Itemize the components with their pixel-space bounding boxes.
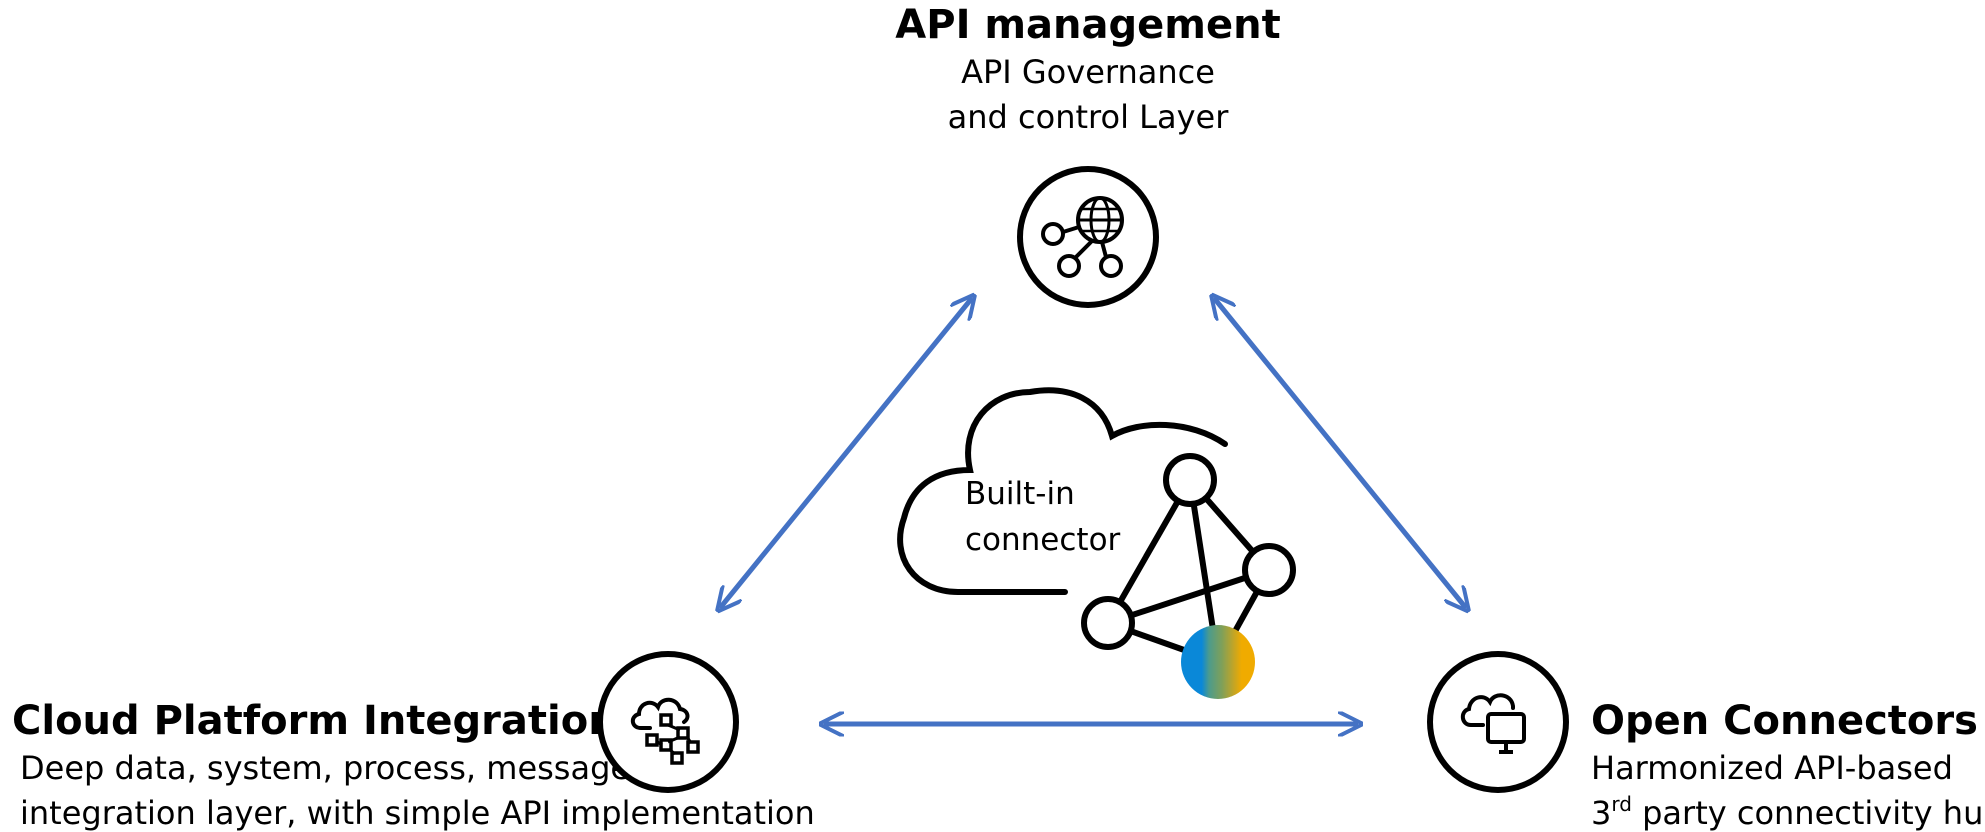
cpi-line1: Deep data, system, process, message bbox=[20, 749, 630, 787]
cpi-line2: integration layer, with simple API imple… bbox=[20, 794, 815, 832]
api-management-line2: and control Layer bbox=[948, 98, 1230, 136]
arrow-api-to-open-connectors bbox=[1214, 298, 1466, 608]
api-management-title: API management bbox=[895, 2, 1280, 48]
cloud-monitor-icon bbox=[1427, 651, 1569, 793]
center-line2: connector bbox=[965, 522, 1121, 558]
open-connectors-line1: Harmonized API-based bbox=[1591, 749, 1953, 787]
cloud-network-icon bbox=[597, 651, 739, 793]
arrow-api-to-cpi bbox=[720, 298, 972, 608]
api-management-line1: API Governance bbox=[961, 53, 1215, 91]
sap-logo-dot bbox=[1181, 625, 1255, 699]
open-connectors-line2: 3rd party connectivity hub bbox=[1591, 792, 1985, 832]
center-line1: Built-in bbox=[965, 476, 1075, 512]
open-connectors-title: Open Connectors bbox=[1591, 698, 1978, 744]
cpi-title: Cloud Platform Integration bbox=[12, 698, 617, 744]
globe-network-icon bbox=[1017, 166, 1159, 308]
cloud-graph-icon bbox=[897, 387, 1296, 699]
